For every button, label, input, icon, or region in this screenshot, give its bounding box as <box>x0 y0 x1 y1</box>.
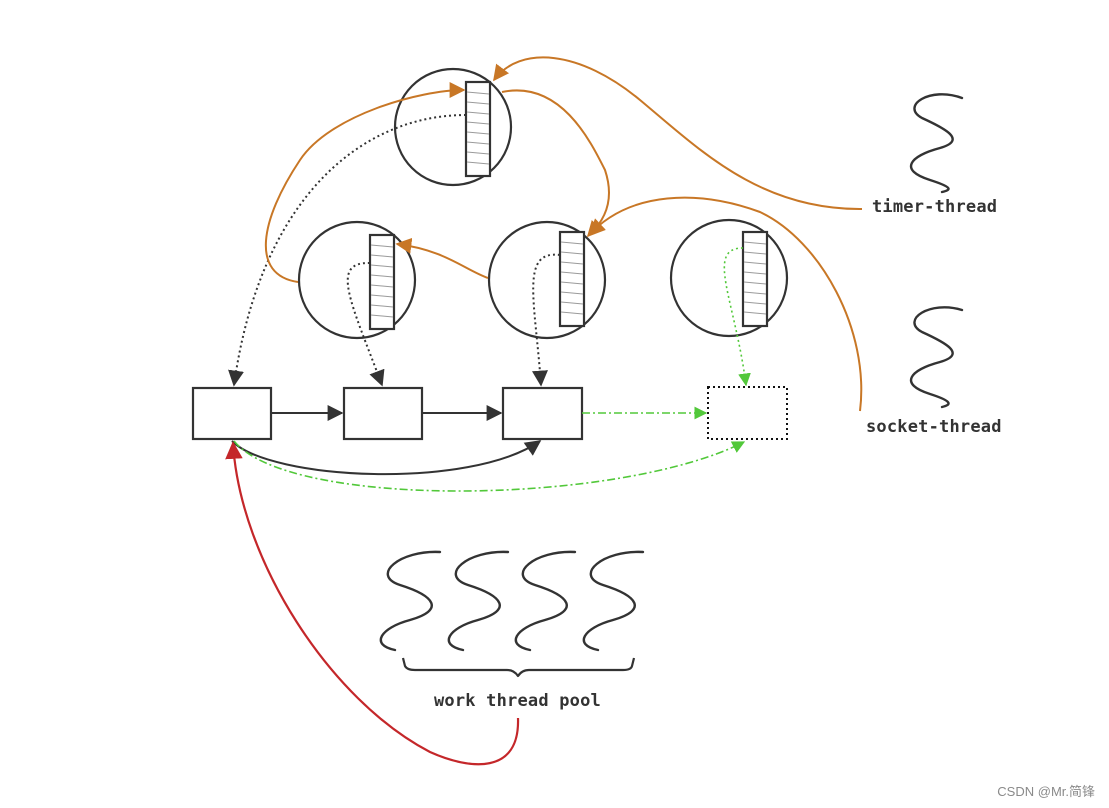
timer-thread-label: timer-thread <box>872 197 998 217</box>
middle-to-left-arrow <box>395 237 489 279</box>
work-pool-brace <box>401 657 636 678</box>
node-top <box>393 67 513 187</box>
node-right <box>669 218 789 338</box>
socket-thread-squiggle-icon <box>909 306 964 409</box>
socket-to-middle-arrow <box>586 196 863 412</box>
arrow-box1-to-box3-curve <box>231 440 542 476</box>
timer-thread-squiggle-icon <box>909 93 964 194</box>
arrow-box1-to-pending-curve <box>233 440 746 492</box>
socket-thread-label: socket-thread <box>866 417 1002 437</box>
node-left <box>297 220 417 340</box>
watermark: CSDN @Mr.简锋 <box>997 784 1095 799</box>
task-box-3 <box>501 386 584 441</box>
top-to-middle-arrow <box>501 89 610 236</box>
timer-to-top-arrow <box>493 56 863 211</box>
work-thread-pool-label: work thread pool <box>434 691 601 711</box>
node-middle <box>487 220 607 340</box>
dispatch-left-to-box2 <box>346 261 385 387</box>
task-box-pending <box>707 386 788 440</box>
dispatch-right-to-pending <box>723 247 751 387</box>
pool-to-box1-arrow <box>225 441 520 766</box>
work-pool-threads-icon <box>379 550 645 652</box>
task-box-1 <box>191 386 273 441</box>
task-box-2 <box>342 386 424 441</box>
dispatch-middle-to-box3 <box>532 253 561 387</box>
left-to-top-arrow <box>265 82 466 283</box>
